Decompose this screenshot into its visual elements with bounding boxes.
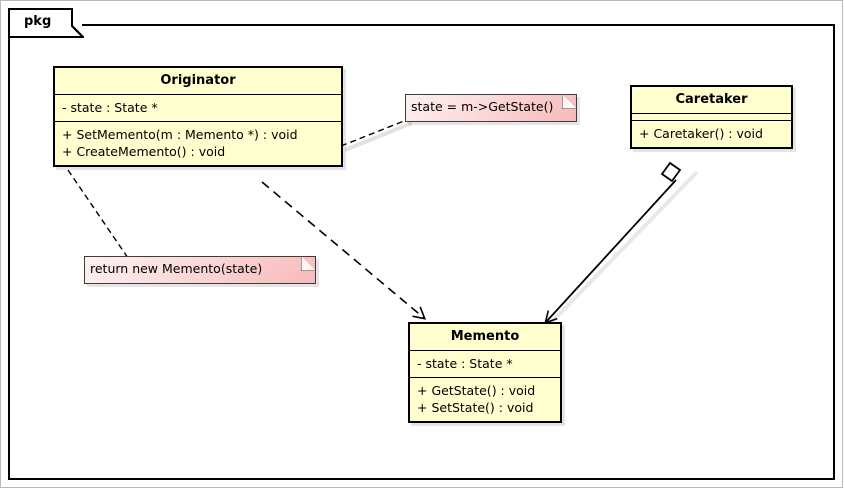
attribute-memento-state: - state : State * xyxy=(417,356,513,371)
operation-caretaker-ctor: + Caretaker() : void xyxy=(639,126,763,141)
note-get-state[interactable]: state = m->GetState() xyxy=(405,94,577,122)
class-originator-operations: + SetMemento(m : Memento *) : void + Cre… xyxy=(55,121,341,165)
class-caretaker-name: Caretaker xyxy=(632,87,791,113)
note-get-state-text: state = m->GetState() xyxy=(411,99,554,114)
operation-creatememento: + CreateMemento() : void xyxy=(62,144,226,159)
class-caretaker-operations: + Caretaker() : void xyxy=(632,120,791,147)
operation-setmemento: + SetMemento(m : Memento *) : void xyxy=(62,127,298,142)
package-label: pkg xyxy=(24,14,52,29)
operation-getstate: + GetState() : void xyxy=(417,383,536,398)
note-return-memento[interactable]: return new Memento(state) xyxy=(84,256,316,284)
class-originator[interactable]: Originator - state : State * + SetMement… xyxy=(53,66,343,167)
operation-setstate: + SetState() : void xyxy=(417,400,534,415)
class-memento-attributes: - state : State * xyxy=(410,350,560,377)
class-memento-operations: + GetState() : void + SetState() : void xyxy=(410,377,560,421)
attribute-state: - state : State * xyxy=(62,100,158,115)
class-memento[interactable]: Memento - state : State * + GetState() :… xyxy=(408,322,562,423)
class-caretaker-attributes xyxy=(632,113,791,120)
class-originator-attributes: - state : State * xyxy=(55,94,341,121)
class-memento-name: Memento xyxy=(410,324,560,350)
package-tab xyxy=(8,8,84,42)
package-frame: pkg xyxy=(8,8,835,480)
package-body xyxy=(8,24,835,480)
class-caretaker[interactable]: Caretaker + Caretaker() : void xyxy=(630,85,793,149)
package-top-edge xyxy=(82,24,835,26)
class-originator-name: Originator xyxy=(55,68,341,94)
note-return-memento-text: return new Memento(state) xyxy=(90,261,263,276)
